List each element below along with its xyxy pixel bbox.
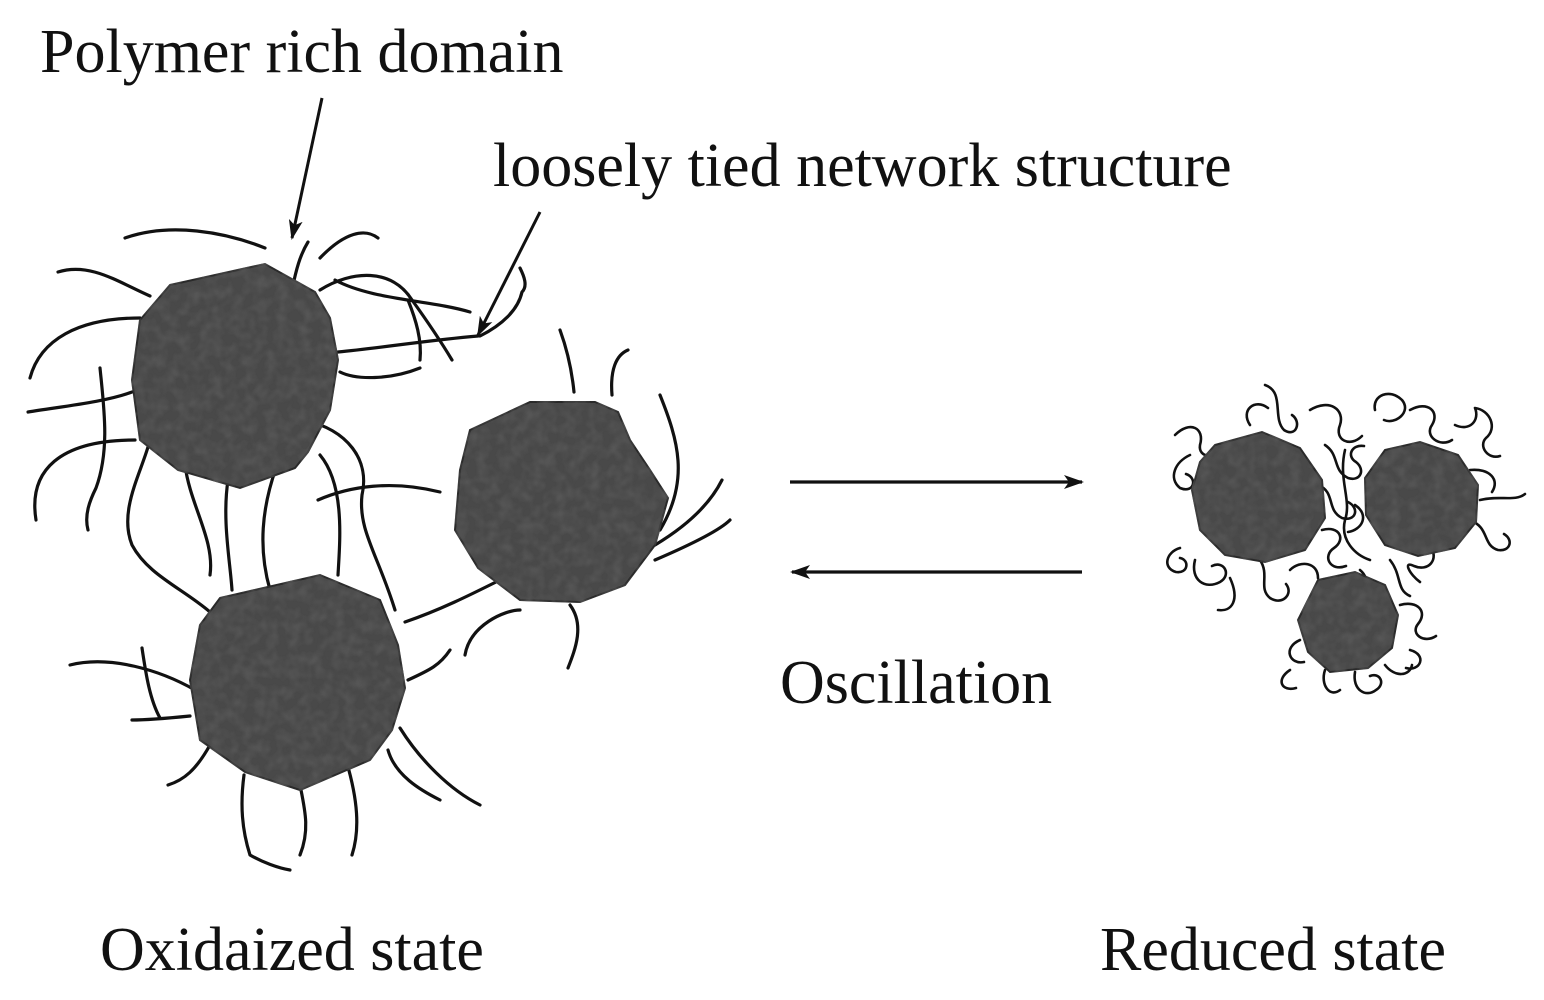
- polymer-domain-oxidized-3: [188, 573, 407, 792]
- reduced-domains: [1190, 430, 1480, 674]
- reduced-coiled-chains: [1166, 383, 1527, 695]
- label-oxidized-state: Oxidaized state: [100, 916, 484, 984]
- label-reduced-state: Reduced state: [1100, 916, 1446, 984]
- polymer-domain-reduced-1: [1190, 430, 1327, 564]
- equilibrium-arrows: [790, 475, 1084, 579]
- label-loosely-tied-network: loosely tied network structure: [493, 132, 1232, 200]
- polymer-domain-reduced-3: [1296, 570, 1400, 674]
- label-oscillation: Oscillation: [780, 649, 1052, 717]
- annotation-pointers: [288, 97, 542, 337]
- label-polymer-rich-domain: Polymer rich domain: [40, 18, 563, 86]
- polymer-domain-oxidized-2: [453, 401, 670, 604]
- oxidized-domains: [130, 262, 670, 792]
- polymer-domain-reduced-2: [1363, 440, 1480, 558]
- oxidized-network-chains: [26, 228, 732, 872]
- pointer-polymer-rich-domain: [288, 97, 324, 240]
- polymer-domain-oxidized-1: [130, 262, 340, 490]
- pointer-loosely-tied-network: [476, 211, 542, 337]
